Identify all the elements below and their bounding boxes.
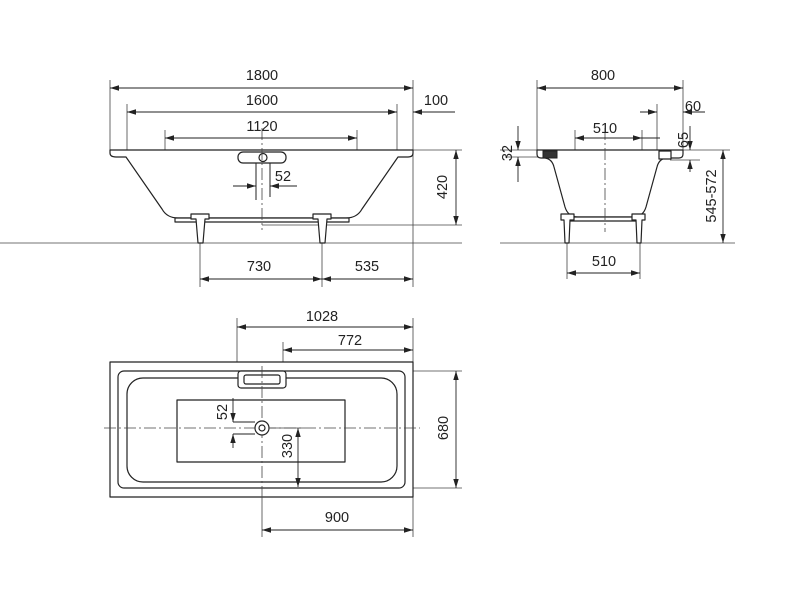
drain-inner xyxy=(258,424,266,432)
plan-overflow-distance-label: 1028 xyxy=(306,309,338,325)
foot-right xyxy=(631,213,646,244)
front-foot-to-center-label: 730 xyxy=(247,259,271,275)
side-rim-height-label: 65 xyxy=(676,132,692,148)
foot-right xyxy=(312,213,332,244)
front-overflow-offset-label: 52 xyxy=(275,169,291,185)
tub-side-outline xyxy=(536,149,684,218)
front-foot-to-end-label: 535 xyxy=(355,259,379,275)
front-rim-width-label: 100 xyxy=(424,93,448,109)
plan-overflow-to-end-label: 772 xyxy=(338,333,362,349)
front-view: 1800 1600 100 1120 52 420 730 535 xyxy=(0,68,462,287)
front-overall-length-label: 1800 xyxy=(246,68,278,84)
side-overall-width-label: 800 xyxy=(591,68,615,84)
foot-left xyxy=(190,213,210,244)
side-total-height-label: 545-572 xyxy=(704,169,720,222)
plan-view: 1028 772 52 330 680 900 xyxy=(104,309,462,537)
overflow-side xyxy=(542,150,558,159)
side-view: 800 60 510 65 32 545-572 510 xyxy=(500,68,735,279)
plan-drain-offset-label: 52 xyxy=(215,404,231,420)
side-rim-width-label: 60 xyxy=(685,99,701,115)
overflow-hole-front xyxy=(258,152,268,163)
front-inner-length-label: 1600 xyxy=(246,93,278,109)
side-floor-width-label: 510 xyxy=(593,121,617,137)
plan-width-label: 680 xyxy=(436,416,452,440)
plan-drain-to-edge-label: 330 xyxy=(280,434,296,458)
plan-drain-to-end-label: 900 xyxy=(325,510,349,526)
rim-tab-side xyxy=(658,150,672,160)
foot-left xyxy=(560,213,575,244)
front-floor-length-label: 1120 xyxy=(246,119,277,135)
side-rim-thickness-label: 32 xyxy=(500,145,516,161)
front-depth-label: 420 xyxy=(435,175,451,199)
side-foot-spacing-label: 510 xyxy=(592,254,616,270)
